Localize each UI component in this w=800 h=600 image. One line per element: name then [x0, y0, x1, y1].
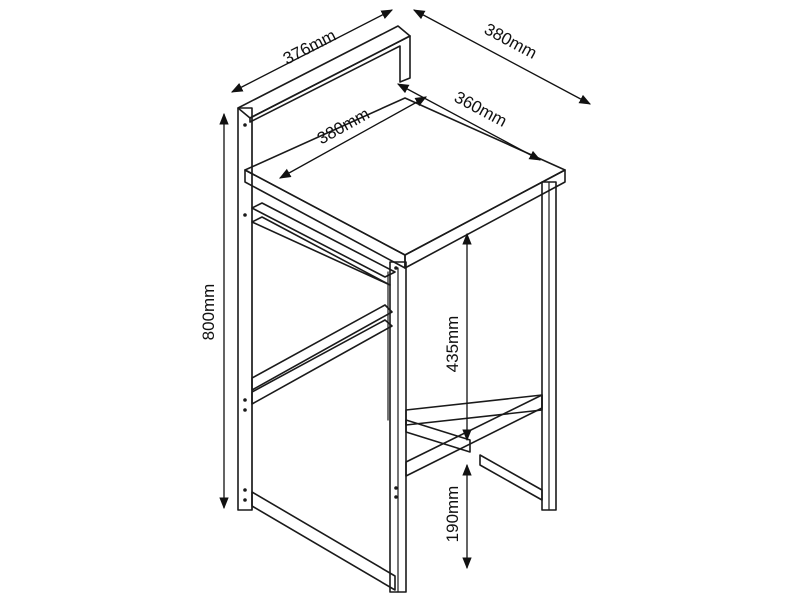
dim-435-label: 435mm [443, 316, 462, 373]
rear-left-leg [237, 107, 253, 511]
front-rails [405, 394, 543, 501]
front-left-leg [387, 261, 407, 593]
seat [244, 97, 566, 269]
dim-380-top-label: 380mm [481, 19, 540, 62]
front-right-leg [541, 181, 557, 511]
dim-800: 800mm [199, 112, 229, 510]
dim-376: 376mm [230, 9, 394, 93]
left-side-rails [251, 202, 396, 591]
dim-380-top: 380mm [412, 9, 592, 105]
dim-360-label: 360mm [451, 87, 510, 130]
dim-380-seat-label: 380mm [314, 104, 373, 148]
dim-435: 435mm [443, 232, 472, 442]
dim-800-label: 800mm [199, 284, 218, 341]
dim-360: 360mm [396, 83, 542, 161]
dim-190: 190mm [443, 463, 472, 570]
dim-376-label: 376mm [280, 26, 339, 69]
dim-380-seat: 380mm [278, 96, 428, 179]
dim-190-label: 190mm [443, 486, 462, 543]
